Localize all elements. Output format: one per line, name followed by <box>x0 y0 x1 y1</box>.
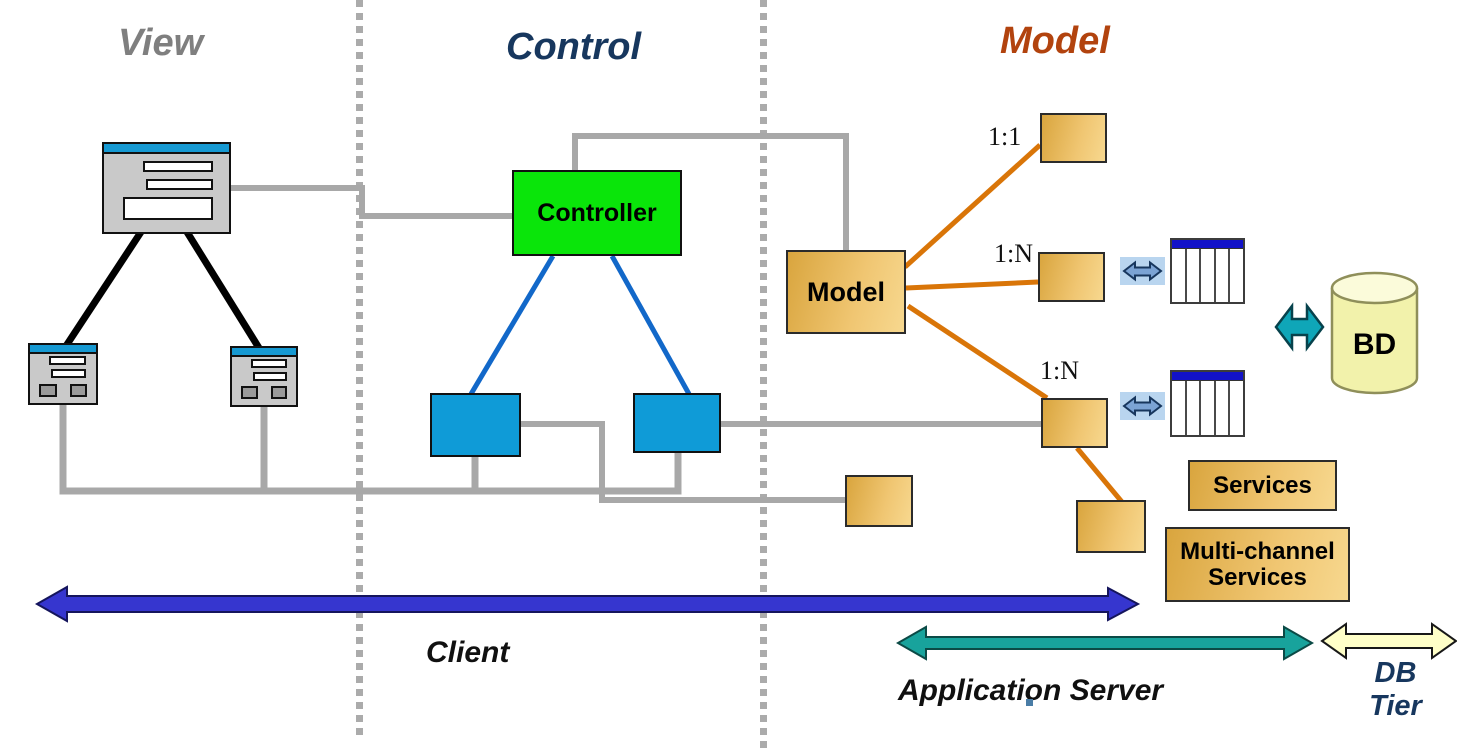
view-control-separator-line <box>356 0 363 737</box>
relation-1-1-label: 1:1 <box>988 122 1022 151</box>
client-tier-arrow-icon <box>34 585 1141 623</box>
controller-label: Controller <box>537 198 657 227</box>
client-tier-label: Client <box>426 636 510 669</box>
model-node: Model <box>786 250 906 334</box>
db-tier-arrow-icon <box>1320 622 1457 660</box>
database-label: BD <box>1352 328 1397 361</box>
controller-to-bluebox-right-line <box>609 254 692 396</box>
table-header-bar <box>1172 372 1243 381</box>
window-titlebar <box>104 144 229 154</box>
db-sync-arrow-icon <box>1274 302 1325 352</box>
database-cylinder-icon <box>1330 271 1419 395</box>
entity-to-subentity-line <box>1075 446 1124 504</box>
artifact-dot <box>1026 699 1033 706</box>
multichannel-services-label: Multi-channel Services <box>1180 537 1335 591</box>
table-icon <box>1170 238 1245 304</box>
services-label: Services <box>1213 471 1312 499</box>
table-header-bar <box>1172 240 1243 249</box>
action-node-right <box>633 393 721 453</box>
entity-node-1-1 <box>1040 113 1107 163</box>
window-to-subwindow1-line <box>63 230 144 348</box>
window-field <box>51 369 86 378</box>
table-icon <box>1170 370 1245 437</box>
db-tier-label-line1: DB <box>1374 657 1417 689</box>
window-to-subwindow2-line <box>184 230 262 350</box>
application-server-tier-arrow-icon <box>895 625 1315 661</box>
model-to-1-1-line <box>903 143 1042 269</box>
multichannel-services-node: Multi-channel Services <box>1165 527 1350 602</box>
db-tier-label: DB Tier <box>1338 657 1453 724</box>
sync-arrow-icon <box>1120 392 1165 420</box>
controller-node: Controller <box>512 170 682 256</box>
bluebox-left-to-entity-line <box>521 421 845 503</box>
window-button <box>271 386 287 399</box>
control-section-title: Control <box>506 26 642 68</box>
model-label: Model <box>807 276 885 307</box>
windows-to-bluebox-line <box>59 403 682 495</box>
control-model-separator-line <box>760 0 767 753</box>
window-field <box>143 161 213 172</box>
window-textarea <box>123 197 213 220</box>
window-field <box>146 179 213 190</box>
window-field <box>251 359 287 368</box>
controller-to-model-line <box>572 133 849 251</box>
model-to-1-n-middle-line <box>905 279 1039 291</box>
window-to-controller-line <box>230 185 512 219</box>
sync-arrow-icon <box>1120 257 1165 285</box>
sub-window-icon <box>28 343 98 405</box>
services-node: Services <box>1188 460 1337 511</box>
entity-node-bottom <box>1076 500 1146 553</box>
action-node-left <box>430 393 521 457</box>
model-section-title: Model <box>1000 20 1110 62</box>
view-section-title: View <box>118 22 204 64</box>
window-titlebar <box>30 345 96 354</box>
relation-1-n-middle-label: 1:N <box>994 239 1033 268</box>
sub-window-icon <box>230 346 298 407</box>
entity-node-left <box>845 475 913 527</box>
window-field <box>253 372 287 381</box>
main-window-icon <box>102 142 231 234</box>
db-tier-label-line2: Tier <box>1369 690 1422 723</box>
entity-node-1-n-lower <box>1041 398 1108 448</box>
window-button <box>241 386 258 399</box>
window-button <box>70 384 87 397</box>
controller-to-bluebox-left-line <box>468 254 556 396</box>
model-to-1-n-lower-line <box>906 303 1049 401</box>
window-button <box>39 384 57 397</box>
window-titlebar <box>232 348 296 357</box>
window-field <box>49 356 86 365</box>
entity-node-1-n-middle <box>1038 252 1105 302</box>
relation-1-n-lower-label: 1:N <box>1040 356 1079 385</box>
